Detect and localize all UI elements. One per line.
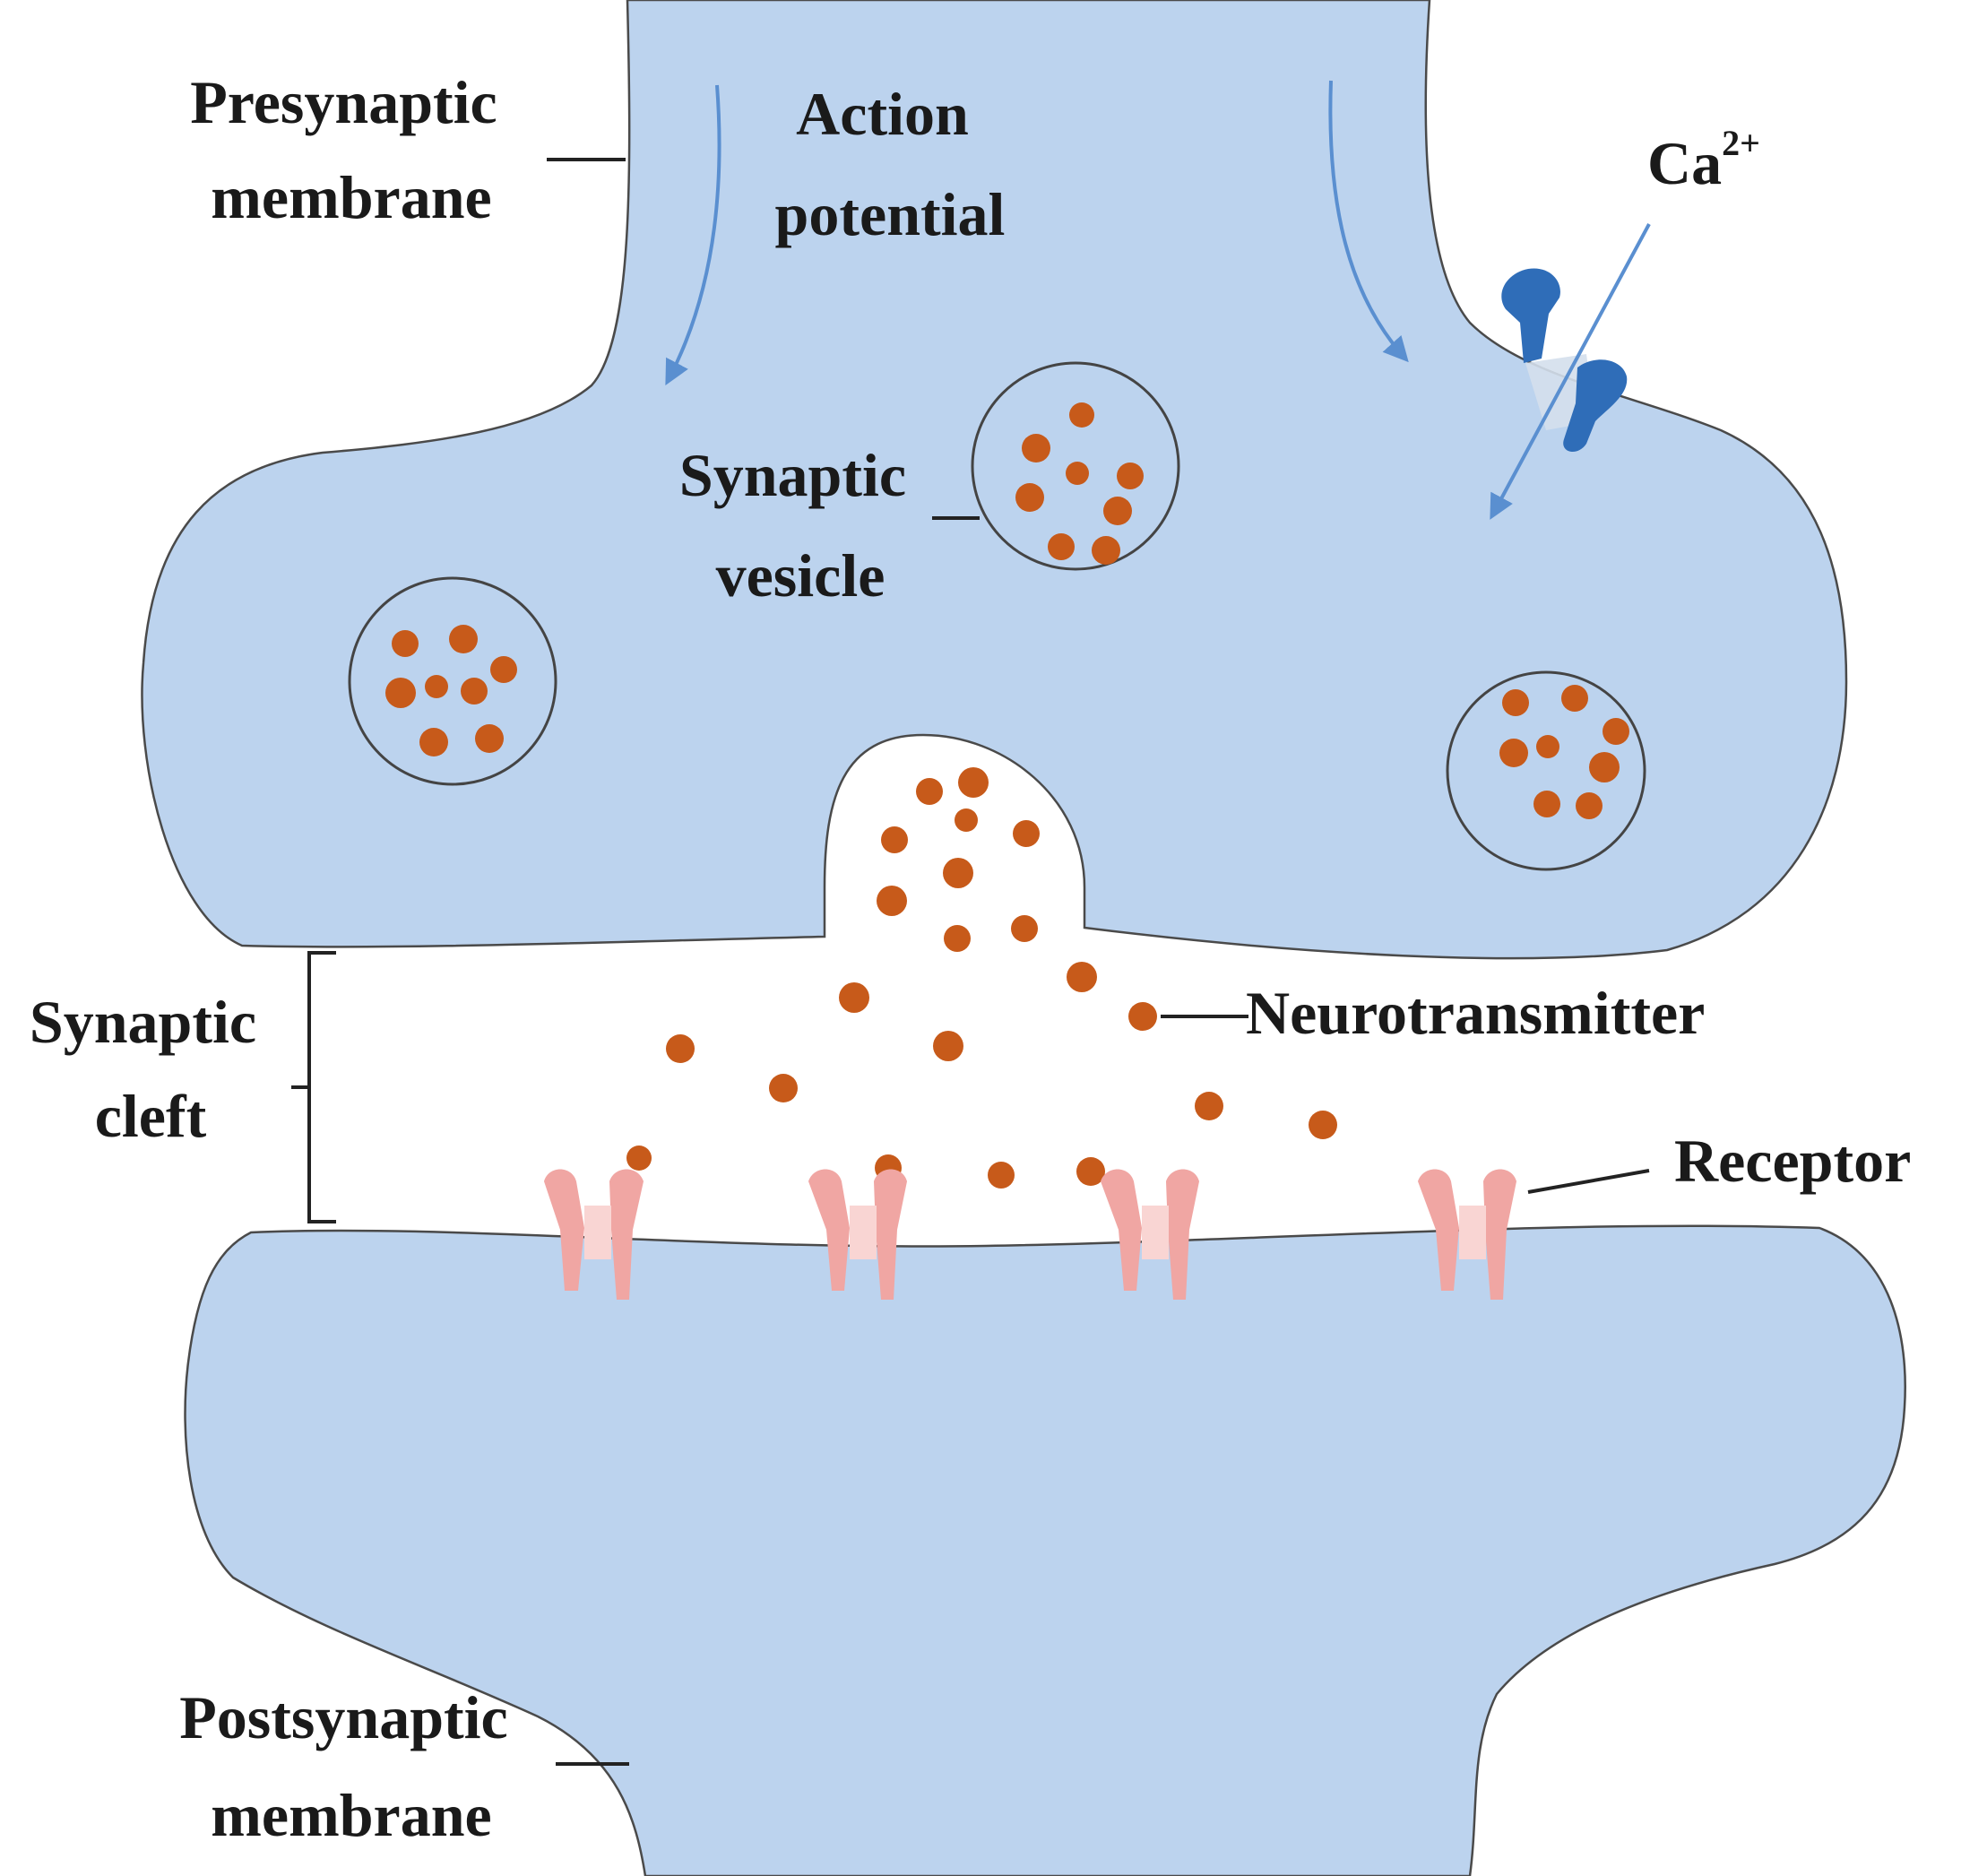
synaptic-cleft-bracket xyxy=(291,951,336,1223)
receptor-1 xyxy=(544,1169,644,1300)
presynaptic-label: Presynaptic membrane xyxy=(190,68,513,231)
action-potential-arrow-right xyxy=(1328,80,1409,363)
neurotransmitter-dots xyxy=(385,402,1629,1189)
synaptic-vesicle-right xyxy=(1446,670,1646,871)
postsynaptic-label: Postsynaptic membrane xyxy=(179,1683,523,1849)
synaptic-vesicle-left xyxy=(348,576,557,786)
calcium-influx-arrow xyxy=(1490,223,1651,520)
action-potential-label: Action potential xyxy=(775,80,1006,248)
neurotransmitter-label: Neurotransmitter xyxy=(1246,979,1705,1047)
postsynaptic-terminal xyxy=(184,1224,1906,1876)
receptor-2 xyxy=(808,1169,907,1300)
receptor-label: Receptor xyxy=(1674,1127,1911,1195)
action-potential-arrow-left xyxy=(665,84,721,385)
receptor-3 xyxy=(1101,1169,1199,1300)
receptor-leader xyxy=(1527,1169,1650,1194)
synaptic-cleft-label: Synaptic cleft xyxy=(30,988,272,1150)
synaptic-vesicle-label: Synaptic vesicle xyxy=(679,441,921,609)
calcium-ion-label: Ca2+ xyxy=(1647,123,1760,197)
receptor-4 xyxy=(1418,1169,1516,1300)
